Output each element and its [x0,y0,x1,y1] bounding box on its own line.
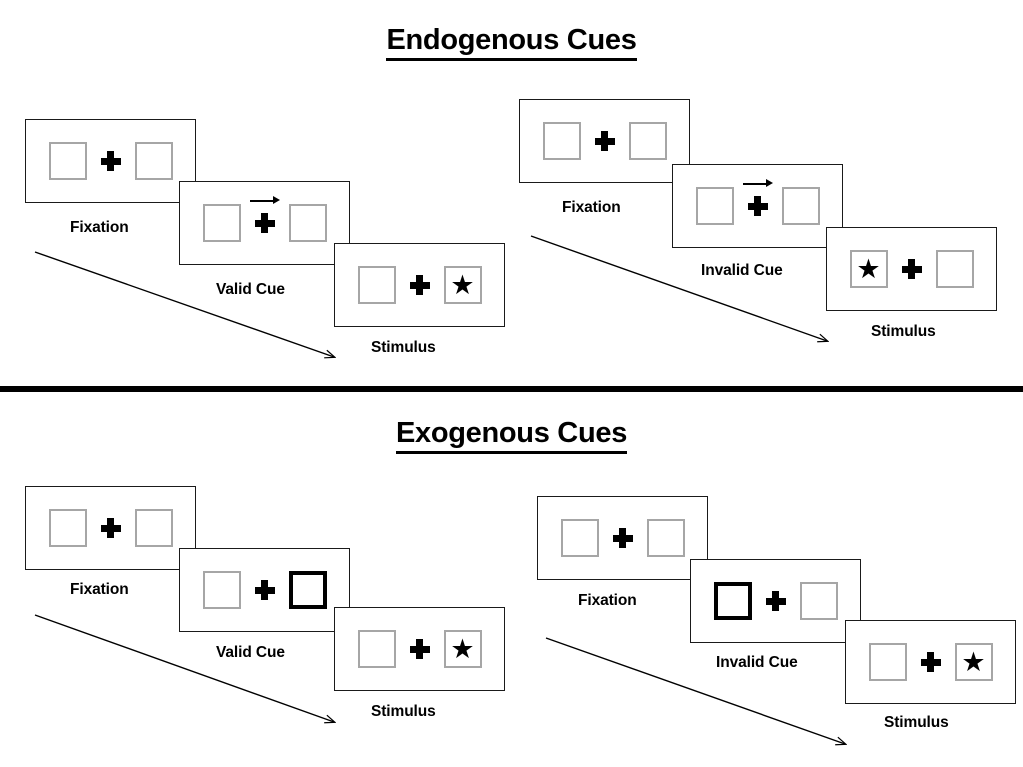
stimulus-array [542,122,667,160]
placeholder-box-right [134,142,173,180]
placeholder-box-right [935,250,974,288]
fixation-plus-icon [100,518,121,538]
star-icon: ★ [961,647,986,677]
placeholder-box-left [202,571,241,609]
trial-frame-valid-cue [179,548,350,632]
fixation-plus-icon [100,151,121,171]
section-title-endogenous: Endogenous Cues [0,24,1023,61]
stimulus-array [560,519,685,557]
trial-frame-invalid-cue [672,164,843,248]
trial-frame-stimulus: ★ [826,227,997,311]
fixation-plus-icon [409,275,430,295]
stage-caption-fixation: Fixation [70,219,129,236]
stage-caption-fixation: Fixation [70,581,129,598]
arrow-right-icon [742,179,773,189]
placeholder-box-right [134,509,173,547]
placeholder-box-left [695,187,734,225]
placeholder-box-left [202,204,241,242]
stimulus-array [695,179,820,225]
target-box-right: ★ [954,643,993,681]
stimulus-array: ★ [868,643,993,681]
stage-caption-stimulus: Stimulus [871,323,936,340]
timeline-arrow-icon [34,251,334,357]
fixation-plus-icon [765,591,786,611]
trial-frame-fixation [25,119,196,203]
arrow-right-icon [249,196,280,206]
fixation-plus-icon [594,131,615,151]
star-icon: ★ [450,634,475,664]
trial-frame-stimulus: ★ [845,620,1016,704]
placeholder-box-right [628,122,667,160]
placeholder-box-left [357,630,396,668]
timeline-arrow-icon [545,637,845,744]
placeholder-box-right [646,519,685,557]
fixation-plus-icon [612,528,633,548]
target-box-left: ★ [849,250,888,288]
placeholder-box-right [781,187,820,225]
fixation-plus-icon [409,639,430,659]
stimulus-array [202,571,327,609]
placeholder-box-left [48,142,87,180]
placeholder-box-left [357,266,396,304]
star-icon: ★ [856,254,881,284]
trial-frame-stimulus: ★ [334,243,505,327]
timeline-arrow-icon [530,235,827,341]
star-icon: ★ [450,270,475,300]
stimulus-array: ★ [849,250,974,288]
placeholder-box-left [868,643,907,681]
stimulus-array: ★ [357,266,482,304]
stimulus-array: ★ [357,630,482,668]
stage-caption-fixation: Fixation [578,592,637,609]
stimulus-array [713,582,838,620]
trial-frame-valid-cue [179,181,350,265]
stimulus-array [202,196,327,242]
trial-frame-fixation [25,486,196,570]
stimulus-array [48,142,173,180]
stage-caption-invalid-cue: Invalid Cue [716,654,798,671]
trial-frame-stimulus: ★ [334,607,505,691]
stage-caption-fixation: Fixation [562,199,621,216]
stage-caption-stimulus: Stimulus [371,703,436,720]
stage-caption-valid-cue: Valid Cue [216,281,285,298]
target-box-right: ★ [443,266,482,304]
trial-frame-invalid-cue [690,559,861,643]
fixation-plus-icon [920,652,941,672]
placeholder-box-left [542,122,581,160]
fixation-plus-icon [901,259,922,279]
placeholder-box-right [288,204,327,242]
stage-caption-stimulus: Stimulus [371,339,436,356]
target-box-right: ★ [443,630,482,668]
section-divider [0,386,1023,392]
fixation-plus-icon [742,179,773,216]
stimulus-array [48,509,173,547]
stage-caption-valid-cue: Valid Cue [216,644,285,661]
section-title-exogenous: Exogenous Cues [0,417,1023,454]
cue-box-right [288,571,327,609]
trial-frame-fixation [519,99,690,183]
stage-caption-stimulus: Stimulus [884,714,949,731]
fixation-plus-icon [249,196,280,233]
section-title-exogenous-text: Exogenous Cues [395,417,627,454]
placeholder-box-left [560,519,599,557]
fixation-plus-icon [254,580,275,600]
trial-frame-fixation [537,496,708,580]
cue-box-left [713,582,752,620]
placeholder-box-left [48,509,87,547]
placeholder-box-right [799,582,838,620]
section-title-endogenous-text: Endogenous Cues [386,24,637,61]
stage-caption-invalid-cue: Invalid Cue [701,262,783,279]
